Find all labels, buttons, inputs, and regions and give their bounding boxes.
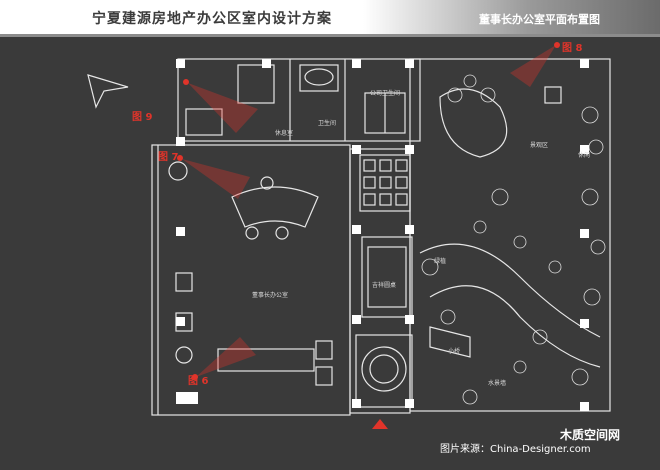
floor-plan [0,37,660,466]
source-credit: 图片来源：China-Designer.com [440,444,591,455]
view-label-9[interactable]: 图 9 [132,112,153,123]
view-label-7[interactable]: 图 7 [158,152,179,163]
office-outline [151,144,351,416]
label-rest: 休息室 [275,130,294,137]
label-side1: 休闲 [578,152,591,159]
header-banner: 宁夏建源房地产办公区室内设计方案 董事长办公室平面布置图 [0,0,660,37]
label-waterscape: 水景墙 [488,380,507,387]
label-bridge: 小桥 [448,348,461,355]
watermark: 木质空间网 [560,428,621,442]
label-side2: 绿植 [434,258,447,265]
label-office: 董事长办公室 [252,292,289,299]
label-toilet: 卫生间 [318,120,337,127]
label-service: 公司卫生间 [370,90,401,97]
page-title: 宁夏建源房地产办公区室内设计方案 [92,11,332,27]
north-arrow-icon [87,74,129,109]
header-divider [0,34,660,37]
label-garden: 景观区 [530,142,549,149]
entrance-arrow [372,419,388,429]
corridor-outline [349,148,411,414]
view-label-8[interactable]: 图 8 [562,43,583,54]
page-subtitle: 董事长办公室平面布置图 [479,13,600,26]
floor-plan-drawing [87,42,611,429]
label-meeting: 吉祥圆桌 [372,282,397,289]
rest-room-outline [177,58,421,142]
view-label-6[interactable]: 图 6 [188,376,209,387]
